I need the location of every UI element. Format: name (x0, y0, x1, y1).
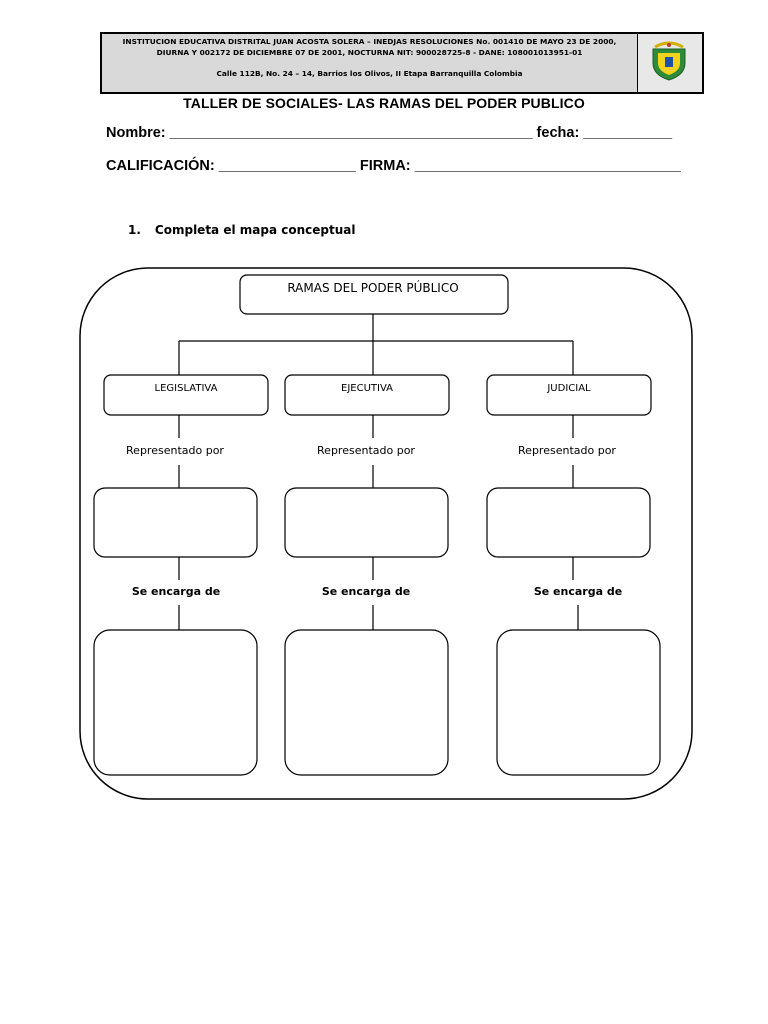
page-title: TALLER DE SOCIALES- LAS RAMAS DEL PODER … (183, 95, 585, 111)
name-date-field[interactable]: Nombre: ________________________________… (106, 125, 673, 141)
school-info-line2: DIURNA Y 002172 DE DICIEMBRE 07 DE 2001,… (156, 48, 583, 57)
branch-ejecutiva-label: EJECUTIVA (341, 383, 393, 394)
school-crest-icon (652, 41, 686, 81)
school-info-line1: INSTITUCION EDUCATIVA DISTRITAL JUAN ACO… (122, 37, 617, 46)
root-node (239, 274, 509, 315)
instruction-text: Completa el mapa conceptual (154, 223, 356, 237)
branch-legislativa-box (103, 374, 269, 416)
legislativa-represented-label: Representado por (126, 444, 224, 457)
ejecutiva-task-answer-box[interactable] (284, 629, 449, 776)
ejecutiva-represented-answer-box[interactable] (284, 487, 449, 558)
school-info: INSTITUCION EDUCATIVA DISTRITAL JUAN ACO… (102, 34, 638, 92)
legislativa-represented-answer-box[interactable] (93, 487, 258, 558)
ejecutiva-task-label: Se encarga de (322, 585, 410, 598)
judicial-represented-label: Representado por (518, 444, 616, 457)
branch-judicial-box (486, 374, 652, 416)
connector-lines (178, 314, 579, 630)
concept-map-frame (79, 267, 693, 800)
judicial-task-answer-box[interactable] (496, 629, 661, 776)
legislativa-task-answer-box[interactable] (93, 629, 258, 776)
school-logo (638, 34, 702, 92)
judicial-represented-answer-box[interactable] (486, 487, 651, 558)
ejecutiva-represented-label: Representado por (317, 444, 415, 457)
instruction-number: 1. (128, 223, 141, 237)
root-node-label: RAMAS DEL PODER PÚBLICO (287, 280, 458, 295)
school-header: INSTITUCION EDUCATIVA DISTRITAL JUAN ACO… (100, 32, 704, 94)
branch-judicial-label: JUDICIAL (546, 383, 591, 394)
legislativa-task-label: Se encarga de (132, 585, 220, 598)
school-address: Calle 112B, No. 24 – 14, Barrios los Oli… (216, 69, 523, 78)
branch-legislativa-label: LEGISLATIVA (155, 383, 218, 394)
judicial-task-label: Se encarga de (534, 585, 622, 598)
grade-signature-field[interactable]: CALIFICACIÓN: _________________ FIRMA: _… (106, 158, 681, 174)
instruction: 1. Completa el mapa conceptual (128, 223, 355, 237)
branch-ejecutiva-box (284, 374, 450, 416)
